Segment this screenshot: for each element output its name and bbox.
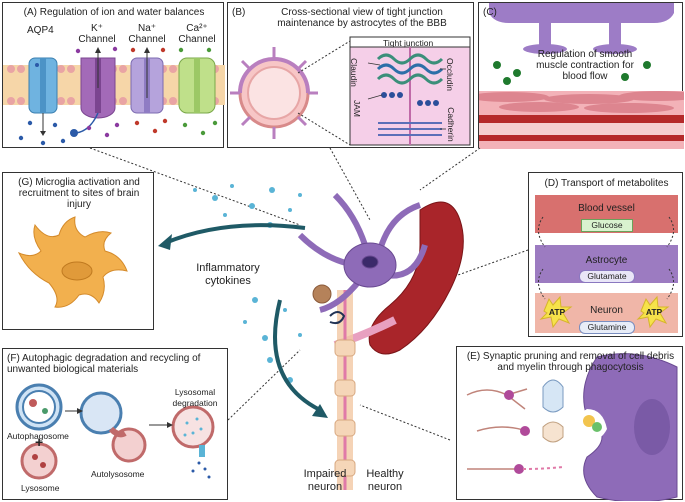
metabolite-transport-illustration xyxy=(535,195,678,333)
glutamine-badge: Glutamine xyxy=(579,321,635,334)
na-channel-label: Na⁺ Channel xyxy=(128,23,166,45)
ion-channel-membrane-illustration xyxy=(3,46,225,146)
cadherin-label: Cadherin xyxy=(445,107,456,142)
ca-channel-label: Ca²⁺ Channel xyxy=(178,23,216,45)
panel-c-letter: (C) xyxy=(483,7,497,18)
phagocytosis-illustration xyxy=(466,353,678,501)
panel-a-title: (A) Regulation of ion and water balances xyxy=(23,7,205,18)
blood-vessel-label: Blood vessel xyxy=(578,203,635,214)
occludin-label: Occludin xyxy=(445,57,456,92)
panel-c-smooth-muscle: (C) Regulation of smooth muscle contract… xyxy=(478,2,684,149)
k-channel-label: K⁺ Channel xyxy=(78,23,116,45)
panel-e-title: (E) Synaptic pruning and removal of cell… xyxy=(466,351,675,373)
atp-right-label: ATP xyxy=(645,307,663,317)
glucose-badge: Glucose xyxy=(581,219,633,232)
microglia-illustration xyxy=(17,216,128,308)
autolysosome-label: Autolysosome xyxy=(91,469,145,479)
tight-junction-illustration xyxy=(230,36,471,146)
panel-b-letter: (B) xyxy=(232,7,246,18)
panel-b-title: Cross-sectional view of tight junction m… xyxy=(277,7,447,29)
panel-f-title: (F) Autophagic degradation and recycling… xyxy=(7,353,201,375)
plus-sign: + xyxy=(35,434,44,450)
impaired-neuron-label: Impaired neuron xyxy=(303,468,347,493)
panel-a-ion-water-balance: (A) Regulation of ion and water balances… xyxy=(2,2,225,148)
panel-b-tight-junction: (B) Cross-sectional view of tight juncti… xyxy=(227,2,474,148)
panel-d-transport-metabolites: (D) Transport of metabolites Blood vesse… xyxy=(528,172,683,337)
jam-label: JAM xyxy=(352,100,362,117)
lysosomal-degradation-label: Lysosomal degradation xyxy=(172,387,218,408)
panel-d-title: (D) Transport of metabolites xyxy=(544,178,669,189)
panel-c-title: Regulation of smooth muscle contraction … xyxy=(536,49,634,82)
healthy-neuron-label: Healthy neuron xyxy=(366,468,404,493)
smooth-muscle-illustration xyxy=(479,3,684,149)
lysosome-label: Lysosome xyxy=(21,483,60,493)
tight-junction-label: Tight junction xyxy=(383,38,434,48)
astrocyte-label: Astrocyte xyxy=(585,255,628,266)
panel-g-microglia: (G) Microglia activation and recruitment… xyxy=(2,172,154,330)
aqp4-label: AQP4 xyxy=(27,25,54,36)
inflammatory-cytokines-label: Inflammatory cytokines xyxy=(196,262,260,287)
neuron-label: Neuron xyxy=(590,305,623,316)
atp-left-label: ATP xyxy=(548,307,566,317)
panel-e-phagocytosis: (E) Synaptic pruning and removal of cell… xyxy=(456,346,683,501)
panel-f-autophagy: (F) Autophagic degradation and recycling… xyxy=(2,348,228,500)
glutamate-badge: Glutamate xyxy=(579,270,635,283)
panel-g-title: (G) Microglia activation and recruitment… xyxy=(18,177,140,210)
autophagosome-label: Autophagosome xyxy=(7,431,69,441)
claudin-label: Claudin xyxy=(348,58,359,87)
autophagy-illustration xyxy=(15,383,215,480)
